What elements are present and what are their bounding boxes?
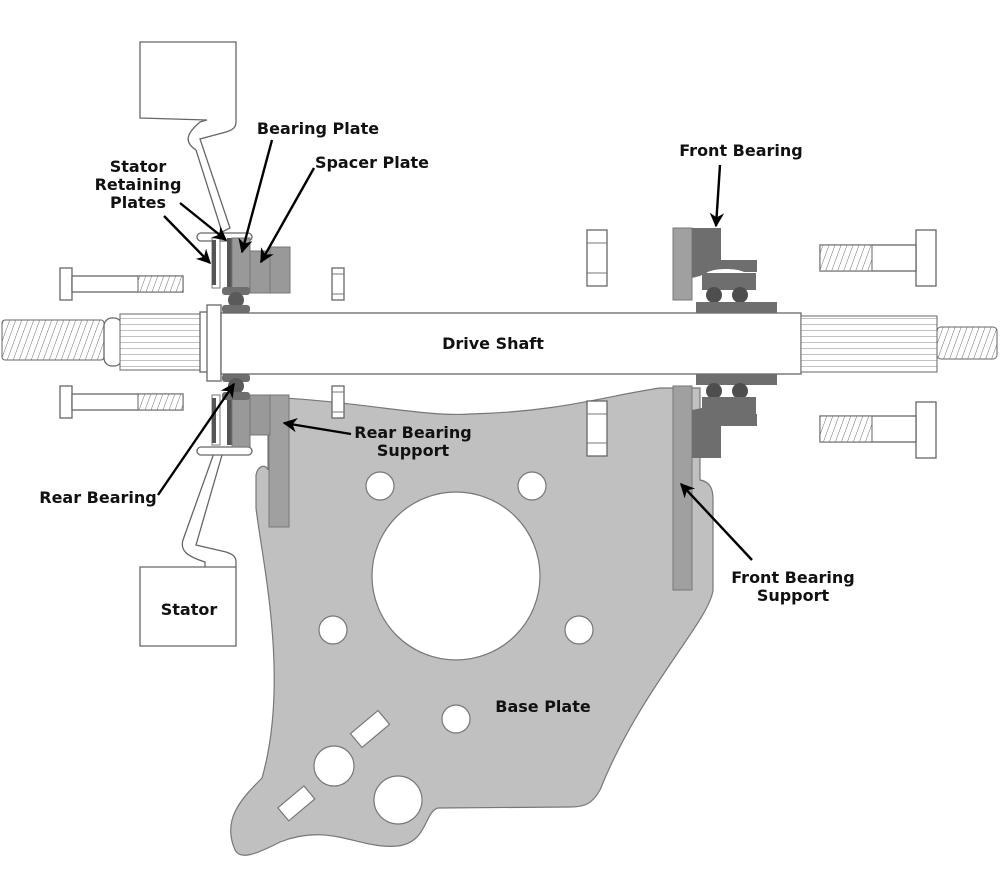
label-stator: Stator: [161, 600, 218, 619]
bolt: [819, 401, 937, 459]
label-rear-bearing-support-2: Support: [377, 441, 450, 460]
bolt: [59, 267, 184, 301]
bearing-plate: [231, 394, 251, 448]
shaft-thread-left: [1, 319, 105, 361]
mount-hole: [373, 775, 423, 825]
arrow-bearing-plate: [238, 139, 274, 254]
nut: [586, 400, 608, 457]
slot: [349, 709, 391, 749]
bearing-plate: [231, 237, 251, 293]
mount-hole: [313, 745, 355, 787]
spacer-plate-2: [269, 246, 291, 294]
shaft-body: [220, 312, 802, 375]
label-spacer-plate: Spacer Plate: [315, 153, 429, 172]
shaft-spline-left: [119, 313, 203, 371]
spacer-plate: [249, 394, 271, 436]
mount-hole: [318, 615, 348, 645]
label-base-plate: Base Plate: [495, 697, 591, 716]
bolt: [59, 385, 184, 419]
arrow-rear-bearing-support: [282, 417, 352, 436]
stator-lower: [139, 446, 253, 647]
label-stator-retaining-plates-3: Plates: [110, 193, 166, 212]
arrow-front-bearing-support: [680, 482, 753, 561]
label-front-bearing-support-1: Front Bearing: [731, 568, 854, 587]
nut: [331, 267, 345, 301]
label-stator-retaining-plates-1: Stator: [110, 157, 167, 176]
label-rear-bearing: Rear Bearing: [39, 488, 157, 507]
mount-hole: [365, 471, 395, 501]
retaining-plate-dark: [227, 395, 232, 445]
retaining-plate-dark: [212, 240, 216, 285]
arrow-retaining-plate-1: [179, 202, 228, 241]
spacer-plate: [249, 250, 271, 294]
label-front-bearing: Front Bearing: [679, 141, 802, 160]
shaft-thread-right: [936, 326, 998, 360]
retaining-plate-dark: [212, 398, 216, 443]
label-bearing-plate: Bearing Plate: [257, 119, 379, 138]
label-drive-shaft: Drive Shaft: [442, 334, 544, 353]
nut: [586, 229, 608, 287]
center-hole: [371, 491, 541, 661]
mount-hole: [441, 704, 471, 734]
nut: [331, 385, 345, 419]
front-bearing-support-upper: [672, 227, 693, 301]
label-rear-bearing-support-1: Rear Bearing: [354, 423, 472, 442]
shaft-collar: [206, 304, 222, 382]
front-bearing: [692, 228, 777, 458]
front-bearing-support: [672, 385, 693, 591]
retaining-plate-dark: [227, 238, 232, 288]
rear-bearing-support: [268, 394, 290, 528]
arrow-front-bearing: [709, 164, 725, 228]
bolt: [819, 229, 937, 287]
slot: [276, 785, 316, 822]
label-front-bearing-support-2: Support: [757, 586, 830, 605]
arrow-spacer-plate: [259, 167, 316, 264]
mount-hole: [564, 615, 594, 645]
arrow-retaining-plate-2: [163, 215, 212, 265]
mount-hole: [517, 471, 547, 501]
base-plate: [230, 387, 714, 856]
drive-shaft: [1, 304, 998, 382]
shaft-spline-right: [800, 315, 938, 373]
arrow-rear-bearing: [157, 382, 235, 496]
label-stator-retaining-plates-2: Retaining: [95, 175, 182, 194]
